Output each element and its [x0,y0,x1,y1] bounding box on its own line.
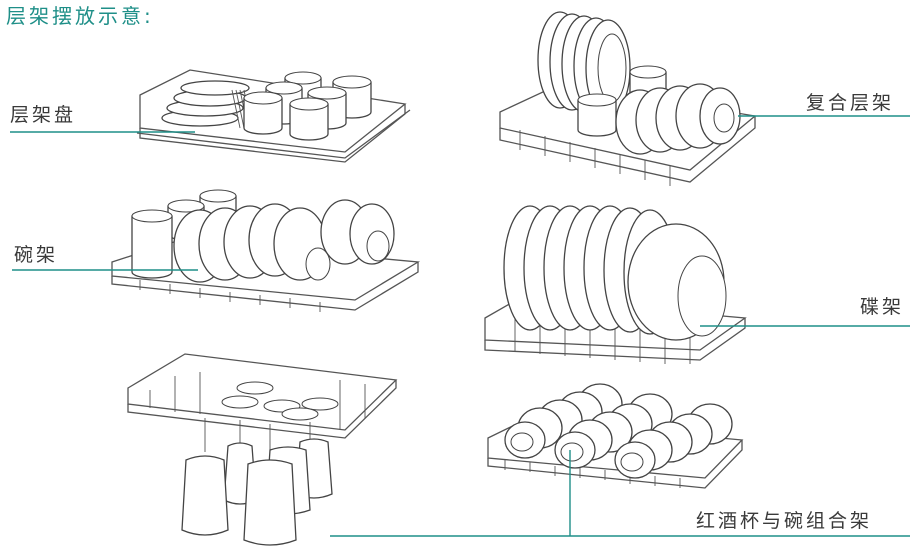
plates-icon [503,205,727,341]
label-plate-rack: 碟架 [860,296,905,318]
label-combo-rack: 复合层架 [806,92,895,114]
label-wine-bowl-rack: 红酒杯与碗组合架 [696,510,873,532]
page-title: 层架摆放示意: [6,4,154,28]
bowls-icon [504,383,733,479]
plate-rack-illustration [484,205,747,364]
wine-glass-icon [181,418,333,546]
bowls-icon [173,199,395,283]
combo-rack-illustration [499,11,757,186]
label-bowl-rack: 碗架 [14,244,59,266]
bowl-rack-illustration [111,189,421,312]
leader-line-wine-bowl [330,450,910,537]
cutlery-icon [161,80,253,129]
label-tray: 层架盘 [10,104,77,126]
tray-illustration [136,69,411,163]
wine-glass-rack-illustration [127,353,398,546]
cups-icon [243,71,372,141]
saucers-icon [221,381,339,421]
bowl-combo-rack-illustration [487,383,744,489]
plates-icon [537,11,631,117]
bowls-icon [577,65,741,155]
